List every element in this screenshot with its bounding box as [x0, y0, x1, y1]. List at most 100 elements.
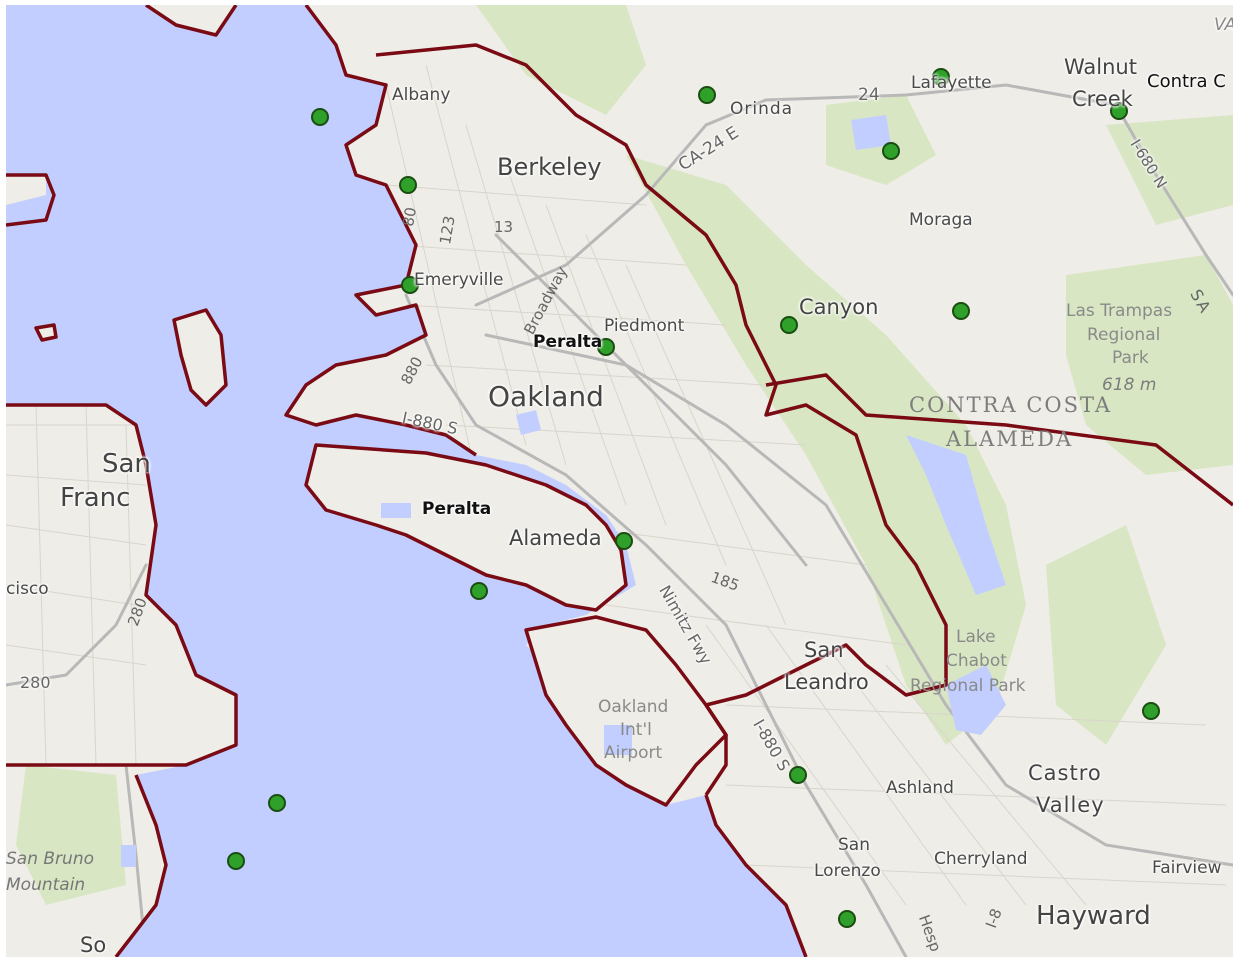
- label-san-leandro-1: San: [804, 638, 844, 662]
- marker-15[interactable]: [268, 794, 286, 812]
- label-lake-chabot-1: Lake: [956, 627, 996, 647]
- alameda-pond: [381, 503, 411, 518]
- label-walnut: Walnut: [1064, 55, 1137, 79]
- las-trampas-park: [1066, 255, 1233, 475]
- label-alameda: Alameda: [509, 526, 602, 550]
- sf-green: [16, 765, 126, 905]
- label-piedmont: Piedmont: [604, 316, 685, 336]
- label-airport-3: Airport: [604, 743, 663, 763]
- marker-10[interactable]: [597, 338, 615, 356]
- label-fairview: Fairview: [1152, 858, 1222, 878]
- airport-border: [524, 615, 728, 807]
- label-san-francisco-1: San: [102, 449, 151, 479]
- basemap-svg: [6, 5, 1233, 957]
- label-mountain: Mountain: [6, 875, 86, 895]
- label-cherryland: Cherryland: [934, 849, 1028, 869]
- marker-17[interactable]: [838, 910, 856, 928]
- san-leandro-border: [704, 704, 728, 796]
- label-ashland: Ashland: [886, 778, 954, 798]
- sf-border: [6, 403, 238, 767]
- label-san-leandro-2: Leandro: [784, 670, 869, 694]
- label-las-trampas-1: Las Trampas: [1066, 301, 1173, 321]
- marker-8[interactable]: [780, 316, 798, 334]
- marker-9[interactable]: [952, 302, 970, 320]
- label-las-trampas-2: Regional: [1087, 325, 1161, 345]
- label-airport-1: Oakland: [598, 697, 669, 717]
- road-label-24: 24: [858, 85, 880, 105]
- marker-11[interactable]: [615, 532, 633, 550]
- label-creek: Creek: [1072, 87, 1133, 111]
- treasure-island-border: [172, 308, 228, 407]
- hwy-680: [1114, 103, 1233, 297]
- marker-2[interactable]: [399, 176, 417, 194]
- islet-border: [34, 323, 58, 342]
- airport-land: [526, 617, 726, 805]
- east-hills-park: [626, 155, 1026, 745]
- label-lake-chabot-2: Chabot: [946, 651, 1007, 671]
- contra-costa-line: [765, 373, 1233, 507]
- lake-chabot: [946, 665, 1006, 735]
- hwy-24: [474, 83, 1118, 307]
- highways: [6, 83, 1233, 957]
- label-oakland: Oakland: [488, 380, 604, 413]
- hwy-580: [484, 333, 1233, 867]
- hwy-880: [404, 293, 908, 957]
- label-emeryville: Emeryville: [414, 270, 504, 290]
- label-valley: Valley: [1036, 793, 1105, 817]
- label-berkeley: Berkeley: [497, 153, 602, 181]
- road-label-280b: 280: [20, 673, 51, 692]
- label-va: VA: [1214, 15, 1233, 35]
- hwy-280: [6, 563, 148, 687]
- label-las-trampas-3: Park: [1112, 348, 1149, 368]
- label-lake-chabot-3: Regional Park: [910, 676, 1026, 696]
- upper-green-strip: [476, 5, 646, 115]
- label-sf-cisco: cisco: [6, 579, 49, 599]
- road-label-13: 13: [494, 218, 514, 236]
- label-so: So: [80, 933, 107, 957]
- label-castro: Castro: [1028, 761, 1102, 785]
- station-label-peralta-2: Peralta: [422, 499, 492, 519]
- county-line-east: [375, 43, 948, 707]
- marin-border: [6, 173, 56, 227]
- label-albany: Albany: [392, 85, 451, 105]
- marker-3[interactable]: [401, 276, 419, 294]
- map-view[interactable]: Albany Berkeley Orinda Lafayette Walnut …: [6, 5, 1233, 957]
- label-county-alameda: ALAMEDA: [946, 427, 1074, 451]
- marker-7[interactable]: [882, 142, 900, 160]
- label-moraga: Moraga: [909, 210, 973, 230]
- station-label-peralta-1: Peralta: [533, 332, 603, 352]
- road-label-80: 80: [399, 205, 421, 228]
- label-san-lorenzo-2: Lorenzo: [814, 861, 881, 881]
- peninsula-border: [114, 774, 168, 957]
- label-contra-costa-city: Contra C: [1147, 71, 1226, 92]
- marker-5[interactable]: [932, 68, 950, 86]
- san-leandro-reservoir: [906, 435, 1006, 595]
- marker-layer: [227, 68, 1160, 928]
- label-county-contra-costa: CONTRA COSTA: [909, 393, 1113, 417]
- marker-4[interactable]: [698, 86, 716, 104]
- marker-16[interactable]: [227, 852, 245, 870]
- label-san-bruno: San Bruno: [6, 849, 94, 869]
- alameda-island-border: [304, 443, 628, 612]
- label-airport-2: Int'l: [620, 720, 652, 740]
- southeast-green: [1046, 525, 1166, 745]
- label-orinda: Orinda: [730, 99, 794, 119]
- label-lafayette: Lafayette: [911, 73, 992, 93]
- airport-pond: [604, 725, 632, 755]
- alameda-county-coast: [145, 5, 477, 457]
- park-areas: [16, 5, 1233, 905]
- marker-6[interactable]: [1110, 102, 1128, 120]
- marker-1[interactable]: [311, 108, 329, 126]
- lake-merritt: [516, 410, 541, 435]
- label-san-francisco-2: Franc: [60, 483, 131, 513]
- label-san-lorenzo-1: San: [838, 835, 870, 855]
- marker-12[interactable]: [470, 582, 488, 600]
- marker-14[interactable]: [789, 766, 807, 784]
- marker-13[interactable]: [1142, 702, 1160, 720]
- south-coast-border: [704, 794, 808, 957]
- upper-reservoir: [851, 115, 891, 150]
- label-elevation: 618 m: [1102, 375, 1157, 395]
- county-boundaries: [6, 5, 1233, 957]
- hwy-13: [494, 233, 808, 567]
- sf-small-lake: [121, 845, 136, 867]
